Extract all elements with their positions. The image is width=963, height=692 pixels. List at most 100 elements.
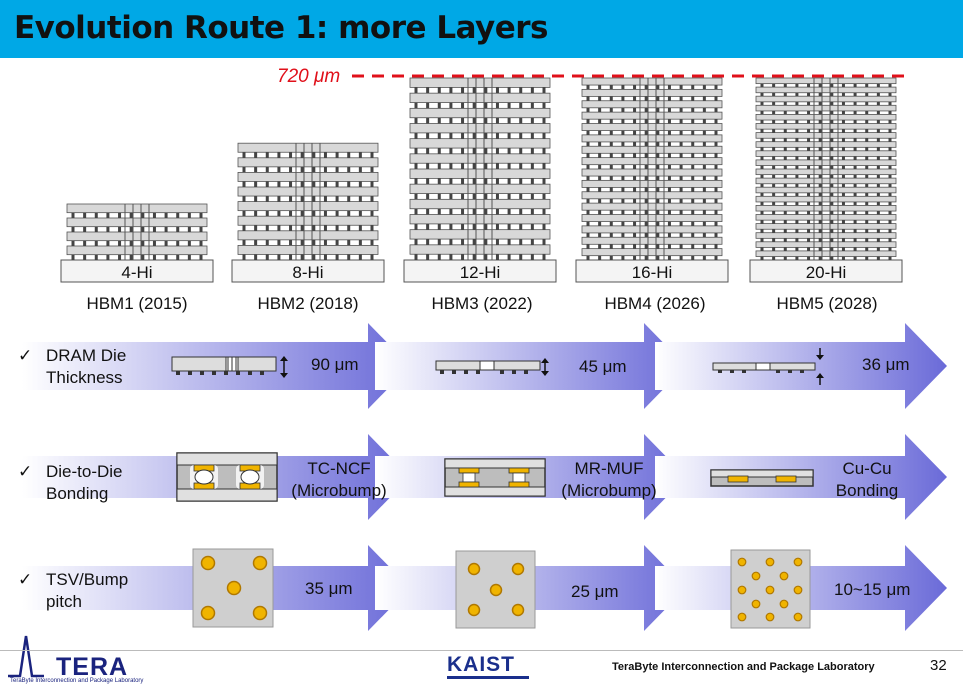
microbump <box>586 164 590 169</box>
microbump <box>691 164 695 169</box>
microbump <box>495 148 499 154</box>
microbump <box>818 92 822 97</box>
microbump <box>254 152 258 158</box>
microbump <box>853 247 857 251</box>
microbump <box>714 119 718 124</box>
microbump <box>772 129 776 133</box>
microbump <box>106 254 110 260</box>
microbump <box>472 223 476 230</box>
microbump <box>876 83 880 88</box>
microbump <box>437 239 441 245</box>
microbump <box>888 256 892 260</box>
microbump <box>702 96 706 101</box>
microbump <box>472 193 476 200</box>
microbump <box>760 174 764 179</box>
microbump <box>841 110 845 115</box>
microbump <box>129 212 133 218</box>
microbump <box>888 238 892 242</box>
microbump <box>586 141 590 147</box>
microbump <box>598 198 602 204</box>
dram-die <box>66 231 208 242</box>
microbump <box>609 119 613 124</box>
microbump <box>772 138 776 142</box>
microbump <box>656 198 660 204</box>
microbump <box>830 201 834 206</box>
microbump <box>667 164 671 169</box>
microbump <box>300 181 304 187</box>
dram-die <box>755 132 897 139</box>
microbump <box>888 138 892 142</box>
stack-label-8hi: 8-Hi <box>292 263 324 282</box>
microbump <box>176 254 180 260</box>
microbump <box>323 239 327 246</box>
microbump <box>94 254 98 260</box>
microbump <box>876 238 880 242</box>
microbump <box>644 255 648 260</box>
microbump <box>530 223 534 230</box>
microbump <box>772 110 776 115</box>
microbump <box>426 254 430 260</box>
microbump <box>865 211 869 215</box>
microbump <box>609 107 613 113</box>
microbump <box>621 107 625 113</box>
microbump <box>542 87 546 94</box>
lab-name: TeraByte Interconnection and Package Lab… <box>612 661 875 673</box>
dram-die <box>581 100 723 109</box>
microbump <box>507 132 511 139</box>
kaist-logo: KAIST <box>447 653 515 676</box>
microbump <box>414 193 418 200</box>
microbump <box>414 208 418 215</box>
gen-label-hbm2: HBM2 (2018) <box>257 294 359 313</box>
microbump <box>841 138 845 142</box>
microbump <box>598 153 602 158</box>
microbump <box>865 201 869 206</box>
microbump <box>542 239 546 245</box>
microbump <box>519 117 523 124</box>
microbump <box>358 166 362 173</box>
microbump <box>691 96 695 101</box>
microbump <box>772 83 776 88</box>
microbump <box>633 141 637 147</box>
microbump <box>437 87 441 94</box>
microbump <box>519 239 523 245</box>
microbump <box>472 148 476 154</box>
microbump <box>461 148 465 154</box>
microbump <box>530 132 534 139</box>
microbump <box>633 221 637 226</box>
microbump <box>598 85 602 90</box>
microbump <box>876 101 880 106</box>
microbump <box>176 212 180 218</box>
check-mark-icon: ✓ <box>18 570 33 589</box>
microbump <box>621 119 625 124</box>
microbump <box>818 138 822 142</box>
microbump <box>760 147 764 151</box>
microbump <box>449 193 453 200</box>
microbump <box>484 223 488 230</box>
microbump <box>807 192 811 197</box>
microbump <box>656 187 660 192</box>
microbump <box>865 192 869 197</box>
microbump <box>495 117 499 124</box>
microbump <box>853 147 857 151</box>
dram-die <box>237 142 379 153</box>
microbump <box>530 254 534 260</box>
microbump <box>876 256 880 260</box>
microbump <box>691 119 695 124</box>
microbump <box>679 130 683 135</box>
microbump <box>609 153 613 158</box>
microbump <box>164 226 168 232</box>
dram-die <box>755 150 897 157</box>
microbump <box>760 138 764 142</box>
microbump <box>795 174 799 179</box>
microbump <box>530 117 534 124</box>
dram-die <box>66 245 208 256</box>
microbump <box>449 102 453 109</box>
microbump <box>472 254 476 260</box>
microbump <box>495 254 499 260</box>
microbump <box>783 229 787 233</box>
microbump <box>289 254 293 260</box>
microbump <box>818 220 822 224</box>
microbump <box>679 210 683 215</box>
microbump <box>691 85 695 90</box>
